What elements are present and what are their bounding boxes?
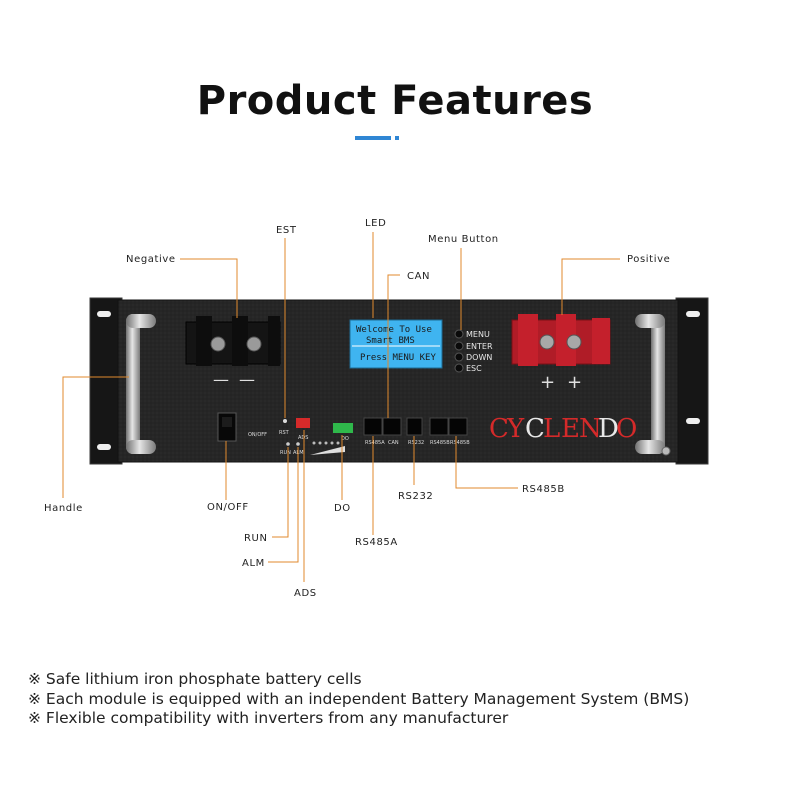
title-underline <box>355 136 391 140</box>
rack-ear-left <box>89 297 123 465</box>
callout-menu-button: Menu Button <box>428 234 499 245</box>
lcd-line-2: Smart BMS <box>366 336 415 346</box>
rst-button[interactable] <box>283 419 287 423</box>
title-underline-dot <box>395 136 399 140</box>
brand-letter: D <box>598 414 622 444</box>
callout-ads: ADS <box>294 588 317 599</box>
port-rs232[interactable] <box>406 417 423 436</box>
negative-terminal <box>185 316 281 366</box>
callout-alm: ALM <box>242 558 265 569</box>
positive-terminal <box>511 314 611 366</box>
feature-item: ※ Safe lithium iron phosphate battery ce… <box>28 670 362 688</box>
brand-letter: N <box>579 414 605 444</box>
panel-screw <box>661 446 671 456</box>
lcd-line-1: Welcome To Use <box>356 325 432 335</box>
callout-rs485a: RS485A <box>355 537 398 548</box>
negative-sign-1: — <box>213 370 229 389</box>
panel-label-can: CAN <box>388 440 399 446</box>
esc-button-label: ESC <box>466 364 482 373</box>
brand-letter: C <box>525 414 548 444</box>
brand-letter: L <box>543 414 563 444</box>
power-switch-rocker <box>222 417 232 427</box>
battery-diagram: — — Welcome To Use Smart BMS Press MENU … <box>44 218 709 599</box>
do-terminal[interactable] <box>333 423 353 433</box>
rack-slot-right-bottom <box>686 418 700 424</box>
panel-label-rs485a: RS485A <box>365 440 385 446</box>
panel-label-rs485b-1: RS485B <box>430 440 450 446</box>
down-button[interactable]: DOWN <box>454 352 492 362</box>
positive-sign-2: + <box>567 372 582 393</box>
down-button-label: DOWN <box>466 353 492 362</box>
esc-button[interactable]: ESC <box>454 363 482 373</box>
negative-sign-2: — <box>239 370 255 389</box>
panel-label-rst: RST <box>279 430 290 436</box>
run-led <box>286 442 290 446</box>
panel-label-do: DO <box>341 436 349 442</box>
menu-button[interactable]: MENU <box>454 329 490 339</box>
panel-label-rs485b-2: RS485B <box>450 440 470 446</box>
panel-label-rs232: RS232 <box>408 440 424 446</box>
lcd-screen <box>349 319 443 369</box>
leader-negative <box>180 258 238 318</box>
feature-item: ※ Each module is equipped with an indepe… <box>28 689 690 708</box>
panel-label-run: RUN <box>280 450 291 456</box>
ads-dip-switch[interactable] <box>296 418 310 428</box>
handle-left[interactable] <box>126 314 156 454</box>
callout-rs485b: RS485B <box>522 484 565 495</box>
callout-handle: Handle <box>44 503 83 514</box>
rack-slot-left-bottom <box>97 444 111 450</box>
brand-letter: C <box>489 414 512 444</box>
brand-logo: C Y C L E N D O <box>489 414 640 444</box>
rack-ear-right <box>675 297 709 465</box>
lcd-line-3: Press MENU KEY <box>360 353 436 363</box>
feature-item: ※ Flexible compatibility with inverters … <box>28 709 509 727</box>
callout-est: EST <box>276 225 297 236</box>
panel-label-on-off: ON/OFF <box>248 432 267 438</box>
callout-rs232: RS232 <box>398 491 433 502</box>
port-rs485b-2[interactable] <box>448 417 468 436</box>
brand-letter: O <box>616 414 640 444</box>
handle-right[interactable] <box>635 314 665 454</box>
rack-slot-left-top <box>97 311 111 317</box>
alm-led <box>296 442 300 446</box>
port-rs485b-1[interactable] <box>429 417 449 436</box>
port-can[interactable] <box>382 417 402 436</box>
enter-button[interactable]: ENTER <box>454 341 493 351</box>
menu-button-label: MENU <box>466 330 490 339</box>
panel-label-ads: ADS <box>298 435 308 441</box>
callout-do: DO <box>334 503 351 514</box>
page-title: Product Features <box>196 78 594 124</box>
leader-run <box>272 447 289 538</box>
enter-button-label: ENTER <box>466 342 493 351</box>
callout-positive: Positive <box>627 254 670 265</box>
soc-leds <box>310 441 345 455</box>
leader-rs485b <box>455 436 518 489</box>
callout-on-off: ON/OFF <box>207 502 249 513</box>
callout-can: CAN <box>407 271 430 282</box>
callout-run: RUN <box>244 533 268 544</box>
brand-letter: E <box>561 414 583 444</box>
positive-sign-1: + <box>540 372 555 393</box>
leader-positive <box>561 258 620 315</box>
leader-alm <box>268 447 299 563</box>
rack-slot-right-top <box>686 311 700 317</box>
callout-negative: Negative <box>126 254 176 265</box>
callout-led: LED <box>365 218 386 229</box>
leader-handle <box>62 376 129 498</box>
leader-can <box>387 274 400 418</box>
feature-list: ※ Safe lithium iron phosphate battery ce… <box>28 670 783 729</box>
brand-letter: Y <box>506 414 527 444</box>
port-rs485a[interactable] <box>363 417 383 436</box>
